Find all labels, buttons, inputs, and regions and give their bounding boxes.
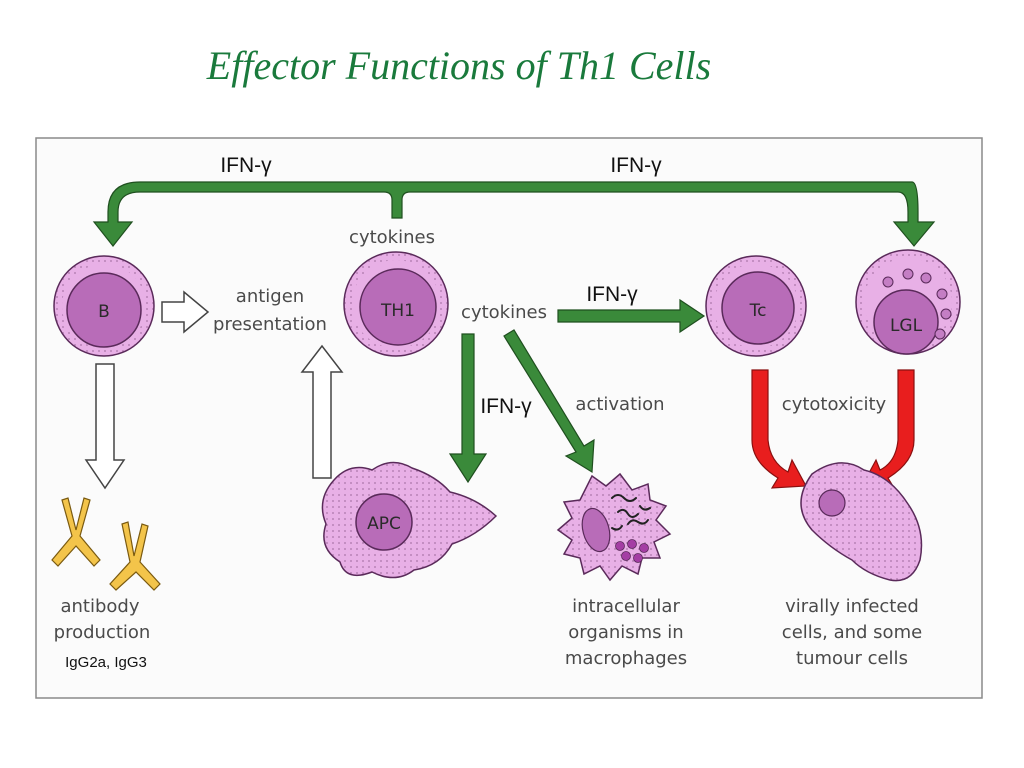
apc-cell-label: APC	[367, 514, 401, 534]
cytotoxicity-label: cytotoxicity	[782, 394, 887, 415]
antibody-icon	[51, 497, 101, 567]
hollow-arrow-down	[84, 363, 126, 490]
lgl-granules	[882, 268, 952, 340]
apc-cell	[321, 461, 498, 579]
page-title: Effector Functions of Th1 Cells	[206, 43, 712, 88]
ifn-to-apc-label: IFN-γ	[480, 395, 532, 418]
th1-cell-label: TH1	[380, 301, 415, 321]
ifn-gamma-top-arrows	[92, 181, 936, 247]
ifn-top-left-label: IFN-γ	[220, 154, 272, 177]
b-cell-label: B	[98, 302, 110, 322]
tc-cell-label: Tc	[749, 301, 767, 321]
intracellular-label-2: organisms in	[568, 622, 683, 643]
presentation-label: presentation	[213, 314, 327, 335]
lgl-cell	[855, 249, 961, 355]
b-cell	[53, 255, 155, 357]
antibody-icon	[109, 521, 161, 591]
target-cell	[800, 462, 923, 582]
antigen-label: antigen	[236, 286, 304, 307]
green-arrow-to-apc	[448, 333, 488, 484]
green-arrow-to-macrophage	[503, 329, 595, 474]
intracellular-label-1: intracellular	[572, 596, 680, 617]
macrophage-cell	[556, 472, 672, 582]
ifn-top-right-label: IFN-γ	[610, 154, 662, 177]
th1-cell	[343, 251, 449, 357]
green-arrow-to-tc	[557, 298, 706, 334]
cytokines-mid-label: cytokines	[461, 302, 547, 323]
red-arrow-left	[751, 369, 807, 489]
viral-label-2: cells, and some	[782, 622, 922, 643]
antibody-label-2: production	[54, 622, 151, 643]
figure-panel	[35, 137, 983, 699]
igg-label: IgG2a, IgG3	[65, 654, 147, 671]
antibody-label-1: antibody	[60, 596, 139, 617]
cytokines-top-label: cytokines	[349, 227, 435, 248]
tc-cell	[705, 255, 807, 357]
activation-label: activation	[575, 394, 664, 415]
hollow-arrow-right	[161, 290, 210, 334]
hollow-arrow-up	[300, 344, 344, 479]
viral-label-1: virally infected	[785, 596, 919, 617]
viral-label-3: tumour cells	[796, 648, 908, 669]
lgl-cell-label: LGL	[890, 316, 923, 336]
intracellular-label-3: macrophages	[565, 648, 687, 669]
ifn-to-tc-label: IFN-γ	[586, 283, 638, 306]
